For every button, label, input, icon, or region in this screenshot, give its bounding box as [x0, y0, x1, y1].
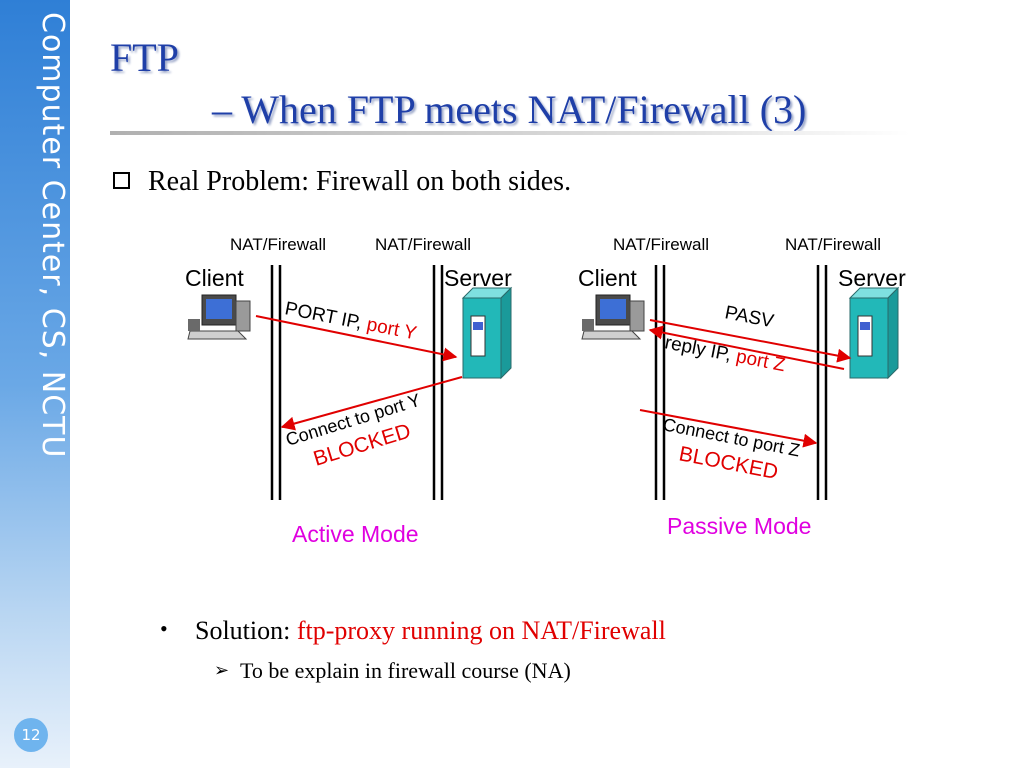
solution-subtext: To be explain in firewall course (NA) — [240, 658, 571, 683]
computer-icon — [187, 294, 251, 340]
passive-msg-reply-value: port Z — [734, 346, 787, 376]
nat-label-right-1: NAT/Firewall — [613, 235, 709, 254]
active-msg-port: PORT IP, port Y — [283, 298, 419, 344]
arrow-pasv-command — [649, 319, 852, 363]
server-icon — [848, 286, 900, 380]
server-icon — [461, 286, 513, 380]
passive-mode-label: Passive Mode — [667, 513, 811, 539]
arrow-pasv-reply — [648, 325, 845, 370]
nat-label-right-2: NAT/Firewall — [785, 235, 881, 254]
passive-msg-pasv: PASV — [723, 302, 776, 332]
passive-msg-reply: reply IP, port Z — [663, 332, 787, 376]
slide-subtitle: – When FTP meets NAT/Firewall (3) — [212, 87, 807, 132]
checkbox-bullet-icon — [113, 172, 130, 189]
arrow-port-command — [255, 315, 458, 362]
solution-highlight: ftp-proxy running on NAT/Firewall — [296, 616, 666, 645]
computer-icon — [581, 294, 645, 340]
sidebar: Computer Center, CS, NCTU 12 — [0, 0, 70, 768]
solution-prefix: Solution: — [195, 616, 297, 645]
arrow-connect-passive — [639, 409, 818, 448]
nat-label-left-1: NAT/Firewall — [230, 235, 326, 254]
active-mode-label: Active Mode — [292, 521, 419, 547]
solution-bullet: • — [160, 616, 168, 641]
bullet-text: Real Problem: Firewall on both sides. — [148, 166, 572, 197]
client-label-right: Client — [578, 265, 637, 291]
sub-bullet-arrow-icon: ➢ — [214, 660, 230, 680]
title-divider — [110, 131, 910, 135]
page-number-badge: 12 — [14, 718, 48, 752]
server-label-left: Server — [444, 265, 512, 291]
nat-label-left-2: NAT/Firewall — [375, 235, 471, 254]
solution-text: Solution: ftp-proxy running on NAT/Firew… — [195, 616, 666, 646]
client-label-left: Client — [185, 265, 244, 291]
slide-title: FTP — [110, 35, 179, 80]
passive-msg-reply-prefix: reply IP, — [663, 332, 738, 366]
sidebar-text: Computer Center, CS, NCTU — [35, 12, 70, 459]
server-label-right: Server — [838, 265, 906, 291]
arrow-connect-active — [280, 376, 463, 431]
